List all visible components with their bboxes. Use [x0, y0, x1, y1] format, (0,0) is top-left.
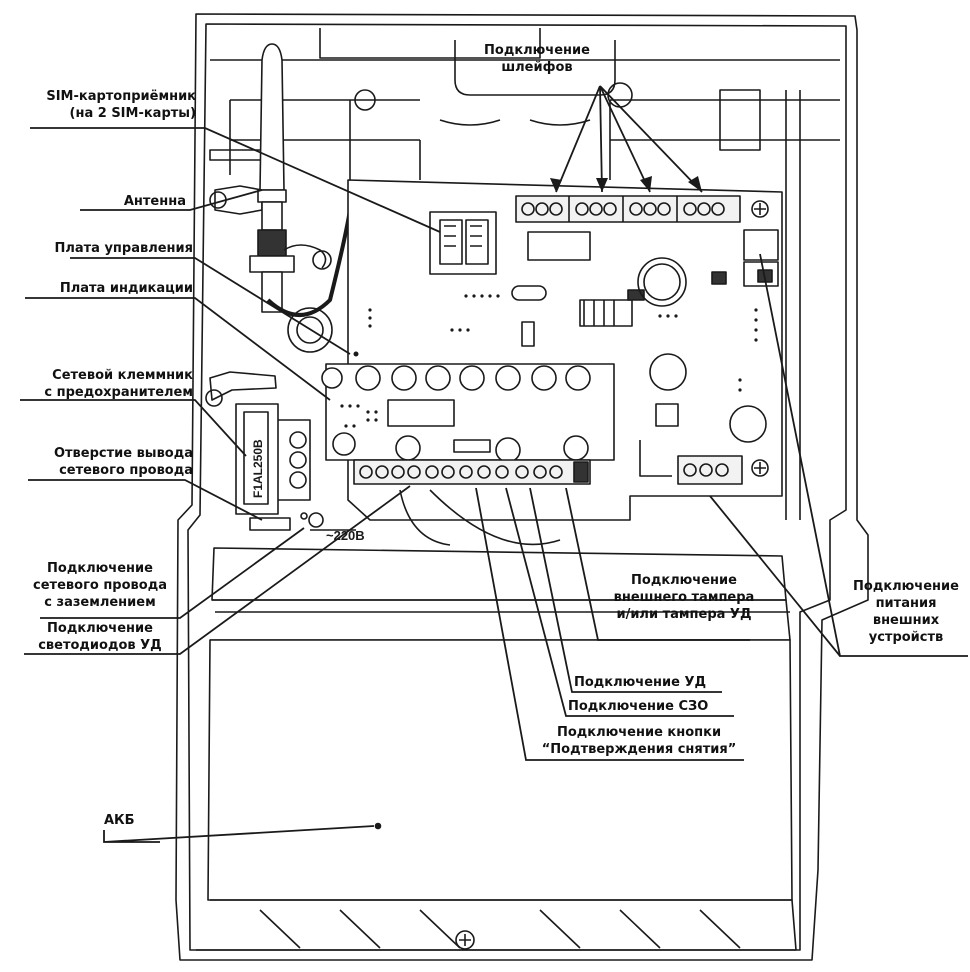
leader-lines [20, 85, 968, 843]
label-mains-ground: Подключение сетевого провода с заземлени… [20, 560, 180, 611]
label-tamper: Подключение внешнего тампера и/или тампе… [598, 572, 770, 623]
label-loops: Подключение шлейфов [462, 42, 612, 76]
label-ext-power-line4: устройств [868, 630, 944, 645]
label-cable-hole-line1: Отверстие вывода [53, 446, 193, 461]
label-mains-ground-line1: Подключение [47, 561, 153, 576]
fuse-marking: F1AL250B [251, 439, 265, 498]
label-button: Подключение кнопки “Подтверждения снятия… [520, 724, 758, 758]
label-led-ud-line1: Подключение [47, 621, 153, 636]
label-led-ud-line2: светодиодов УД [38, 638, 162, 653]
leader-arrows [550, 176, 702, 192]
label-mains-terminal: Сетевой клеммник с предохранителем [0, 367, 193, 401]
indication-board [321, 363, 615, 546]
label-mains-ground-line2: сетевого провода [33, 578, 167, 593]
label-szo: Подключение СЗО [568, 699, 709, 714]
label-antenna: Антенна [123, 194, 186, 209]
label-ud: Подключение УД [574, 675, 707, 690]
label-sim-line2: (на 2 SIM-карты) [69, 106, 196, 121]
label-mains-ground-line3: с заземлением [44, 595, 156, 610]
voltage-marking: ~220В [326, 528, 365, 543]
label-tamper-line1: Подключение [631, 573, 737, 588]
label-ext-power-line2: питания [875, 596, 937, 611]
label-ext-power-line3: внешних [872, 613, 940, 628]
label-sim-line1: SIM-картоприёмник [46, 89, 196, 104]
label-tamper-line3: и/или тампера УД [616, 607, 752, 622]
label-cable-hole-line2: сетевого провода [59, 463, 193, 478]
label-led-ud: Подключение светодиодов УД [20, 620, 180, 654]
label-indication-board: Плата индикации [59, 281, 193, 296]
label-ext-power: Подключение питания внешних устройств [842, 578, 970, 646]
label-ext-power-line1: Подключение [853, 579, 959, 594]
label-control-board: Плата управления [54, 241, 193, 256]
label-cable-hole: Отверстие вывода сетевого провода [0, 445, 193, 479]
label-button-line2: “Подтверждения снятия” [541, 742, 737, 757]
label-battery: АКБ [104, 813, 135, 828]
label-button-line1: Подключение кнопки [556, 725, 722, 740]
label-mains-terminal-line1: Сетевой клеммник [52, 368, 193, 383]
label-mains-terminal-line2: с предохранителем [44, 385, 193, 400]
label-loops-line1: Подключение [484, 43, 590, 58]
label-sim: SIM-картоприёмник (на 2 SIM-карты) [0, 88, 196, 122]
label-tamper-line2: внешнего тампера [613, 590, 755, 605]
mains-terminal [205, 371, 356, 531]
battery-cover [196, 547, 797, 951]
label-loops-line2: шлейфов [501, 60, 573, 75]
